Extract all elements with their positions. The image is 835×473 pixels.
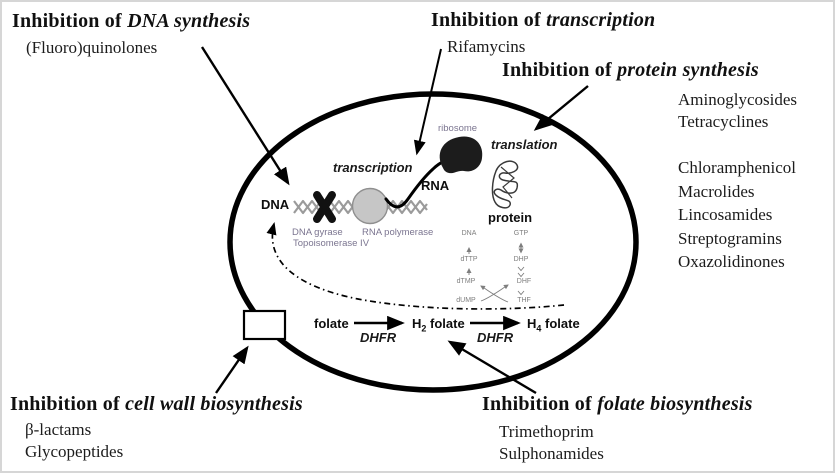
mini-dhf-label: DHF [516,278,532,285]
drug-fluoroquinolones: (Fluoro)quinolones [26,38,158,57]
callout-prefix: Inhibition of [482,393,598,415]
drug-macrolides: Macrolides [678,182,755,201]
mini-dna-label: DNA [461,230,477,237]
folate-to-dna-dashdot-arrow [266,222,565,310]
mini-dttp-label: dTTP [460,256,478,263]
drug-glycopeptides: Glycopeptides [25,442,124,461]
ribosome-label: ribosome [438,123,478,134]
arrow-rifamycins-to-transcription [413,48,442,156]
drug-sulphonamides: Sulphonamides [499,444,604,463]
callout-dna-synthesis-title: Inhibition of DNA synthesis [12,10,250,33]
rna-strand [384,158,448,209]
dna-gyrase-shape [313,191,336,223]
drug-lincosamides: Lincosamides [678,205,773,224]
h4-base: H [527,316,537,331]
drug-tetracyclines: Tetracyclines [678,112,769,131]
drug-chloramphenicol: Chloramphenicol [678,158,797,177]
callout-cell-wall-title: Inhibition of cell wall biosynthesis [10,393,303,416]
callout-prefix: Inhibition of [12,10,128,32]
dhfr-label-2: DHFR [477,330,514,345]
mini-dhp-label: DHP [513,256,529,263]
h2-base: H [412,316,422,331]
callout-prefix: Inhibition of [10,393,126,415]
dna-gyrase-label: DNA gyrase [292,227,343,238]
cell-wall-target-box [242,309,287,341]
drug-beta-lactams: β-lactams [25,420,92,439]
drug-oxazolidinones: Oxazolidinones [678,252,785,271]
h4-folate-label: H4 folate [527,316,580,334]
callout-prefix: Inhibition of [502,59,618,81]
callout-term: protein synthesis [617,59,759,81]
h4-subscript: 4 [536,323,542,334]
bacterial-cell-outline [227,91,639,393]
arrow-protein-synthesis-to-translation [533,85,589,131]
h2-rest: folate [426,316,465,331]
arrow-quinolones-to-dna [200,46,290,186]
drug-aminoglycosides: Aminoglycosides [678,90,797,109]
callout-prefix: Inhibition of [431,9,547,31]
protein-shape [491,160,519,209]
callout-term: folate biosynthesis [597,393,753,415]
protein-label: protein [488,210,533,225]
mini-thf-label: THF [517,297,531,304]
drug-rifamycins: Rifamycins [447,37,526,56]
callout-term: DNA synthesis [127,10,251,32]
translation-label: translation [491,137,558,152]
topoisomerase-label: Topoisomerase IV [293,238,370,249]
callout-term: cell wall biosynthesis [125,393,303,415]
mini-pathway-arrows [466,242,525,303]
folate-label: folate [314,316,349,331]
h4-rest: folate [541,316,580,331]
drug-streptogramins: Streptogramins [678,229,782,248]
mini-dtmp-label: dTMP [456,278,476,285]
ribosome-shape [439,136,483,174]
dna-label: DNA [261,197,290,212]
protein-shape-detail [500,166,515,199]
rna-polymerase-label: RNA polymerase [362,227,434,238]
callout-term: transcription [546,9,656,31]
rna-polymerase-shape [351,187,389,225]
dhfr-label-1: DHFR [360,330,397,345]
drug-trimethoprim: Trimethoprim [499,422,594,441]
mini-dump-label: dUMP [456,297,476,304]
callout-transcription-title: Inhibition of transcription [431,9,655,32]
arrow-cell-wall-to-box [215,345,249,394]
callout-protein-synthesis-title: Inhibition of protein synthesis [502,59,759,82]
transcription-label: transcription [333,160,413,175]
h2-folate-label: H2 folate [412,316,465,334]
arrow-folate-inhibition-to-h2folate [447,340,537,395]
rna-label: RNA [421,178,450,193]
mini-gtp-label: GTP [513,230,529,237]
callout-folate-title: Inhibition of folate biosynthesis [482,393,753,416]
h2-subscript: 2 [421,323,427,334]
